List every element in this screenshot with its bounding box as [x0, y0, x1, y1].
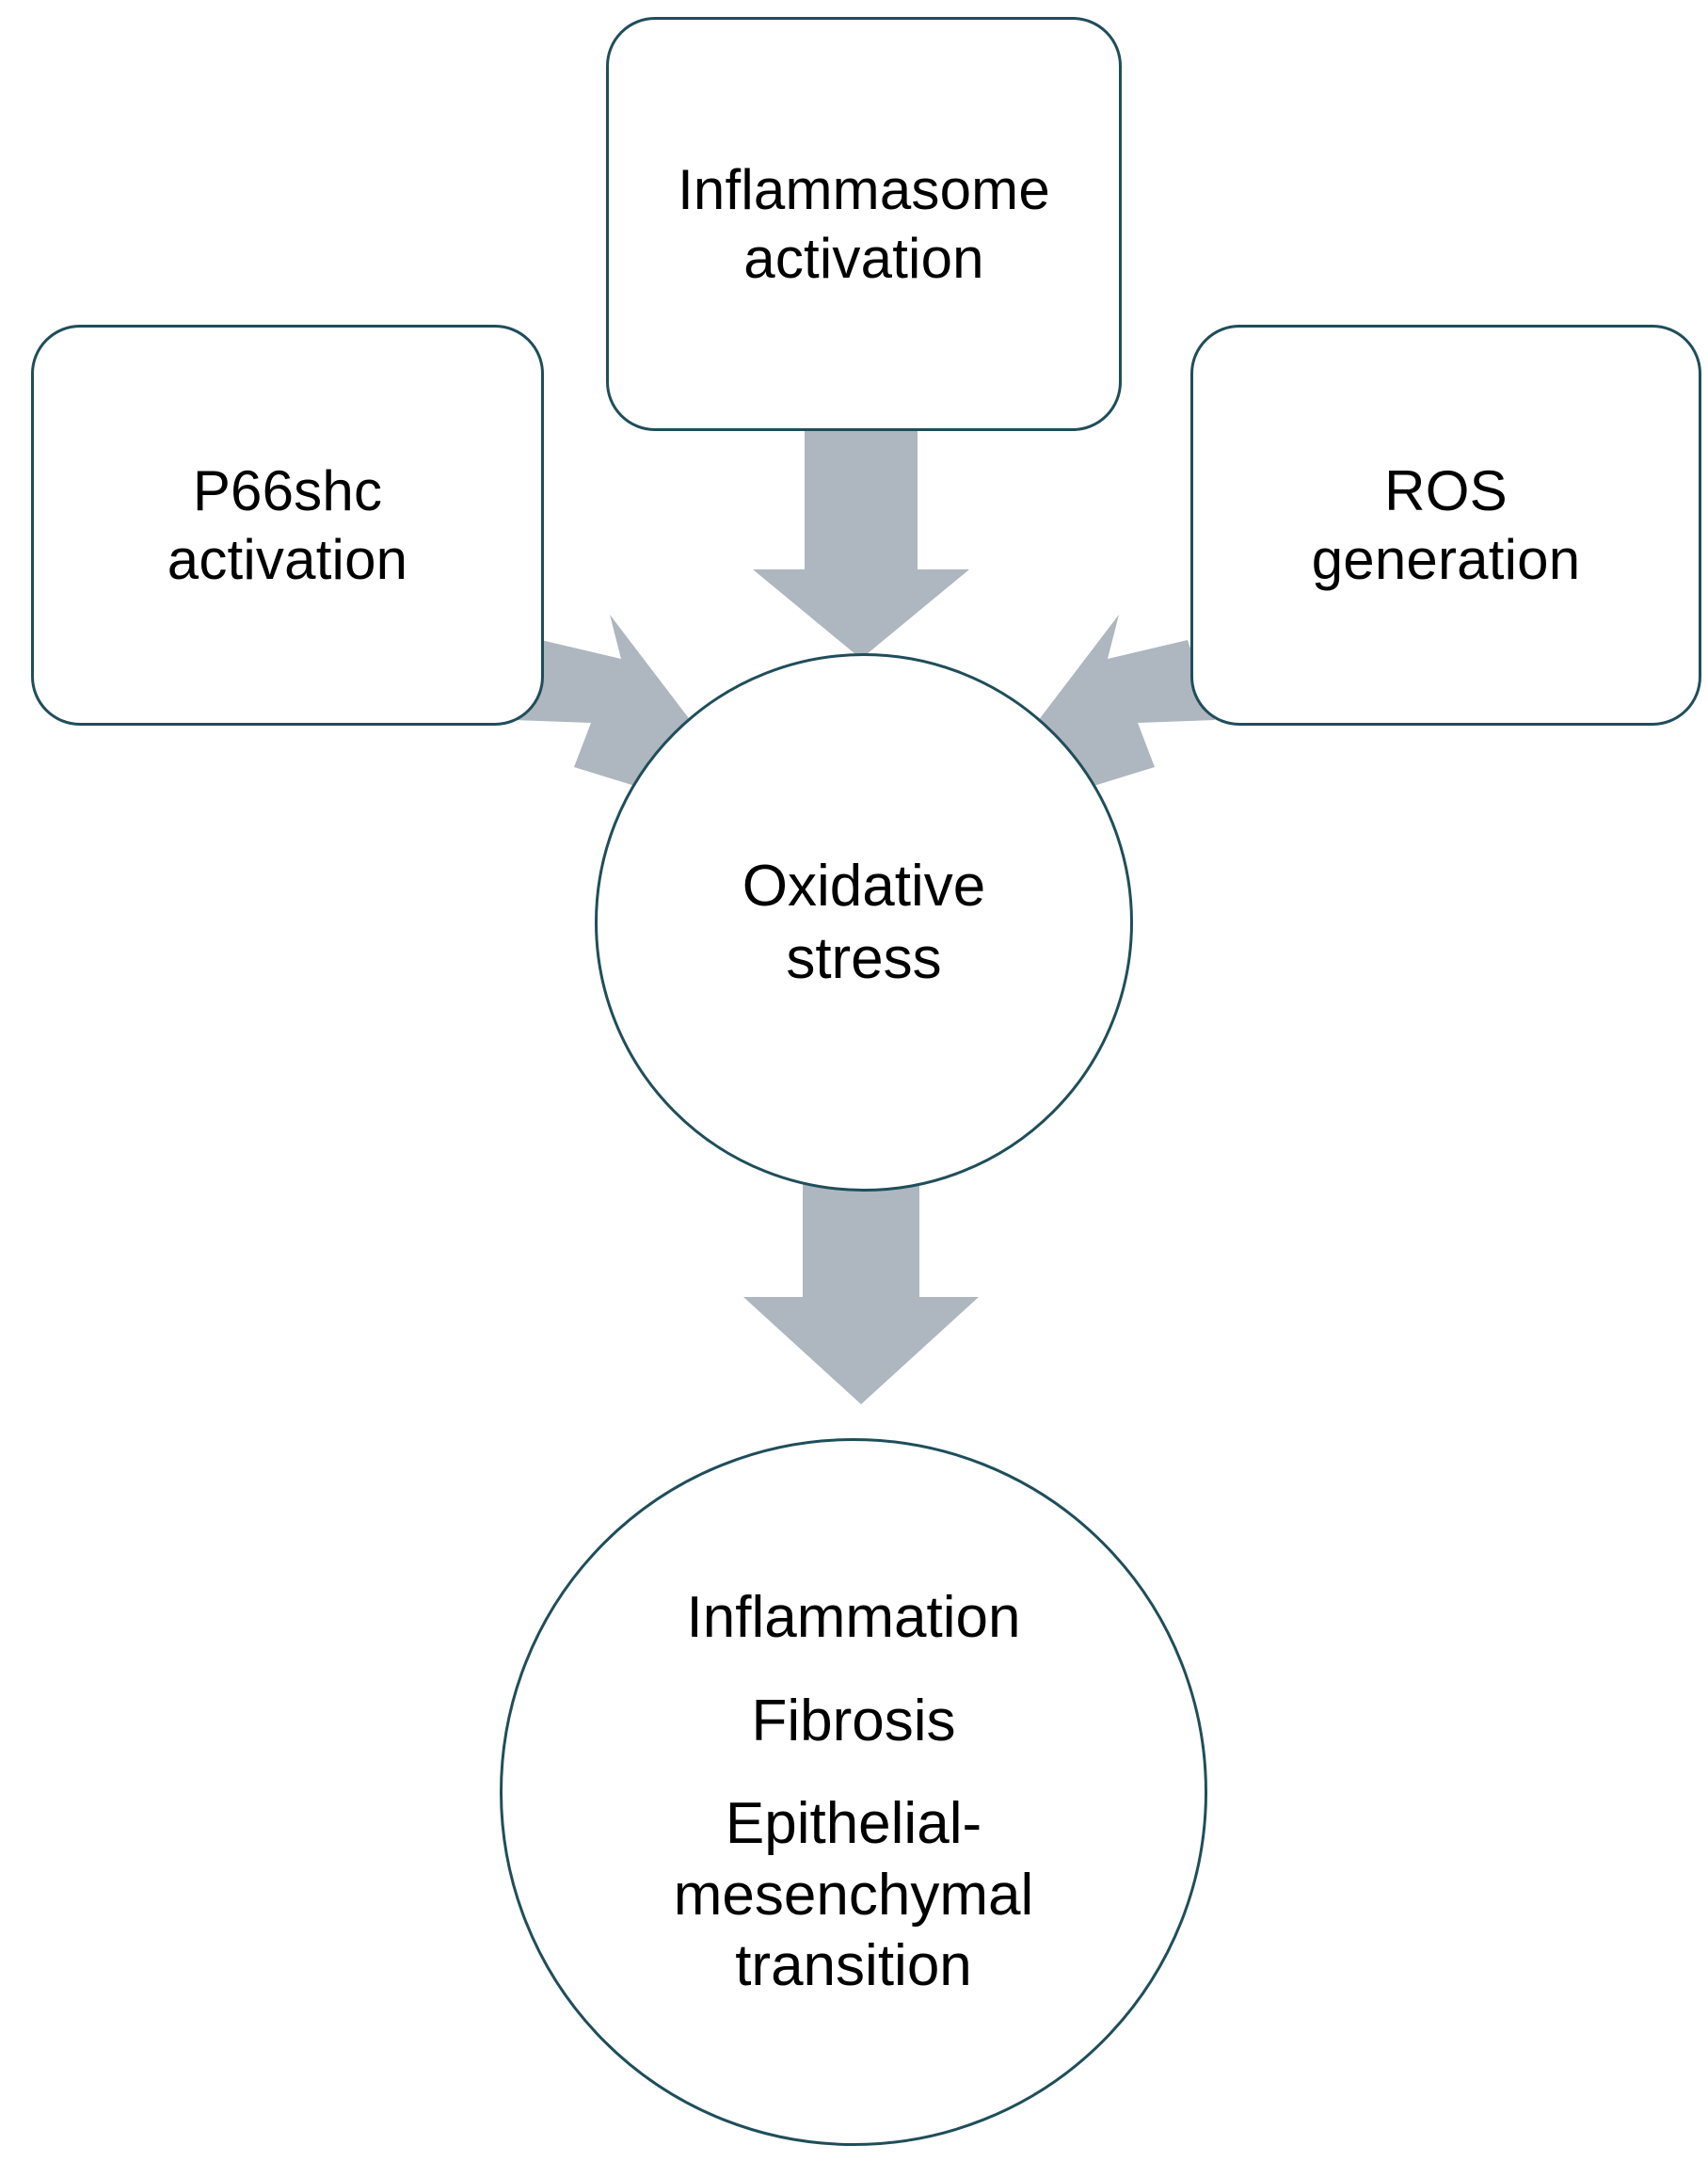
- node-p66shc-activation[interactable]: P66shc activation: [31, 325, 544, 726]
- node-inflammasome-activation-label: Inflammasome activation: [678, 157, 1050, 290]
- node-oxidative-stress-label: Oxidative stress: [742, 853, 986, 992]
- node-ros-generation-label: ROS generation: [1311, 458, 1581, 591]
- node-outcomes[interactable]: Inflammation Fibrosis Epithelial- mesenc…: [500, 1438, 1207, 2146]
- node-oxidative-stress[interactable]: Oxidative stress: [595, 653, 1133, 1192]
- arrow-oxidative-to-outcomes: [743, 1177, 979, 1404]
- node-outcomes-line-emt: Epithelial- mesenchymal transition: [673, 1791, 1034, 1999]
- node-p66shc-activation-label: P66shc activation: [167, 458, 408, 591]
- node-outcomes-line-fibrosis: Fibrosis: [751, 1688, 956, 1753]
- node-outcomes-line-inflammation: Inflammation: [686, 1584, 1021, 1650]
- node-inflammasome-activation[interactable]: Inflammasome activation: [606, 17, 1122, 431]
- node-ros-generation[interactable]: ROS generation: [1190, 325, 1701, 726]
- arrow-inflammasome-to-oxidative: [753, 419, 969, 659]
